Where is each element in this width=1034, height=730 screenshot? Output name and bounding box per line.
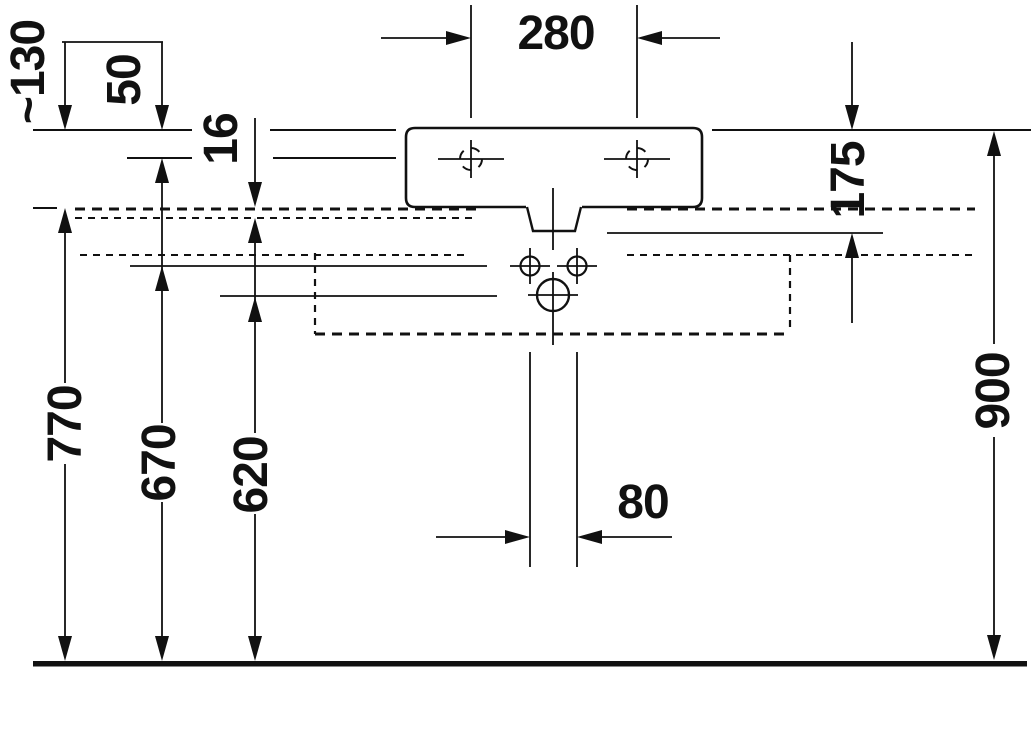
tap-hole-left xyxy=(438,140,504,178)
dim-label-175: 175 xyxy=(822,141,875,219)
arrowhead-down xyxy=(248,636,262,661)
hidden-lines xyxy=(75,207,975,336)
dim-col-130-770 xyxy=(58,42,72,661)
basin-body xyxy=(404,126,704,209)
arrowhead-left xyxy=(577,530,602,544)
arrowhead-left xyxy=(637,31,662,45)
dim-label-80: 80 xyxy=(617,476,669,529)
dim-label-approx-130: ~130 xyxy=(2,19,55,125)
dim-900 xyxy=(987,131,1001,660)
arrowhead-up xyxy=(248,297,262,322)
washbasin-outline xyxy=(404,126,704,345)
dim-80 xyxy=(436,352,672,567)
dim-label-620: 620 xyxy=(225,436,278,514)
dim-280 xyxy=(381,5,720,118)
drain-outlet-trapezoid xyxy=(525,206,583,233)
arrowhead-up xyxy=(155,158,169,183)
ground-line xyxy=(33,661,1027,667)
arrowhead-down xyxy=(248,182,262,207)
dim-col-16-620 xyxy=(248,118,262,661)
arrowhead-right xyxy=(446,31,471,45)
arrowhead-down xyxy=(987,635,1001,660)
dim-label-16: 16 xyxy=(195,113,248,165)
dim-label-900: 900 xyxy=(967,352,1020,430)
reference-lines xyxy=(33,41,1031,297)
arrowhead-down xyxy=(845,105,859,130)
dim-col-50-670 xyxy=(155,42,169,661)
dim-label-50: 50 xyxy=(98,54,151,106)
arrowhead-down xyxy=(58,105,72,130)
tap-hole-right xyxy=(604,140,670,178)
arrowhead-down xyxy=(155,636,169,661)
arrowhead-up xyxy=(845,233,859,258)
arrowhead-up xyxy=(248,218,262,243)
arrowhead-up xyxy=(987,131,1001,156)
arrowhead-right xyxy=(505,530,530,544)
arrowhead-down xyxy=(58,636,72,661)
fixing-hole-left xyxy=(510,248,550,284)
fixing-hole-right xyxy=(557,248,597,284)
arrowhead-down xyxy=(155,105,169,130)
arrowhead-up xyxy=(58,208,72,233)
dim-175 xyxy=(845,42,859,323)
arrowhead-up xyxy=(155,266,169,291)
dim-label-280: 280 xyxy=(517,7,595,60)
drain-pipe-hole xyxy=(528,277,578,313)
dim-label-770: 770 xyxy=(39,385,92,463)
dim-label-670: 670 xyxy=(133,424,186,502)
